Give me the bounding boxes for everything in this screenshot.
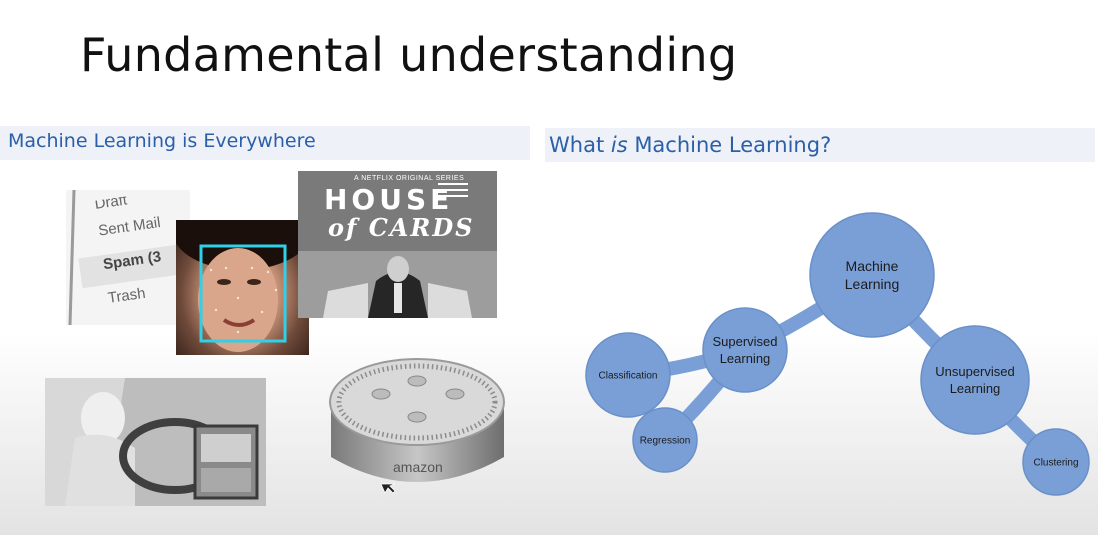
email-folders-image: Draft Sent Mail Spam (3 Trash — [66, 190, 190, 325]
echo-brand-label: amazon — [393, 459, 443, 475]
node-label-classification-0: Classification — [599, 371, 658, 382]
house-of-cards-image: A NETFLIX ORIGINAL SERIES HOUSE of CARDS — [298, 171, 497, 318]
face-detection-image — [176, 220, 309, 355]
node-label-unsupervised-1: Learning — [950, 381, 1001, 396]
slide-title: Fundamental understanding — [80, 28, 737, 82]
node-label-supervised-0: Supervised — [712, 334, 777, 349]
node-label-clustering-0: Clustering — [1033, 458, 1078, 469]
node-supervised — [703, 308, 787, 392]
show-title-line1: HOUSE — [324, 183, 453, 216]
amazon-echo-image: amazon — [325, 347, 510, 497]
right-heading-pre: What — [549, 133, 611, 157]
machine-learning-mind-map: MachineLearningSupervisedLearningUnsuper… — [560, 200, 1098, 510]
left-section-heading: Machine Learning is Everywhere — [0, 126, 530, 160]
node-label-ml-1: Learning — [845, 276, 900, 292]
show-title-line2: of CARDS — [328, 213, 475, 242]
self-driving-car-image — [45, 378, 266, 506]
node-label-unsupervised-0: Unsupervised — [935, 364, 1015, 379]
node-unsupervised — [921, 326, 1029, 434]
node-ml — [810, 213, 934, 337]
right-heading-post: Machine Learning? — [628, 133, 832, 157]
node-label-ml-0: Machine — [846, 258, 899, 274]
netflix-tagline: A NETFLIX ORIGINAL SERIES — [354, 175, 464, 182]
right-heading-em: is — [611, 133, 628, 157]
node-label-regression-0: Regression — [640, 436, 691, 447]
node-label-supervised-1: Learning — [720, 351, 771, 366]
right-section-heading: What is Machine Learning? — [545, 128, 1095, 162]
